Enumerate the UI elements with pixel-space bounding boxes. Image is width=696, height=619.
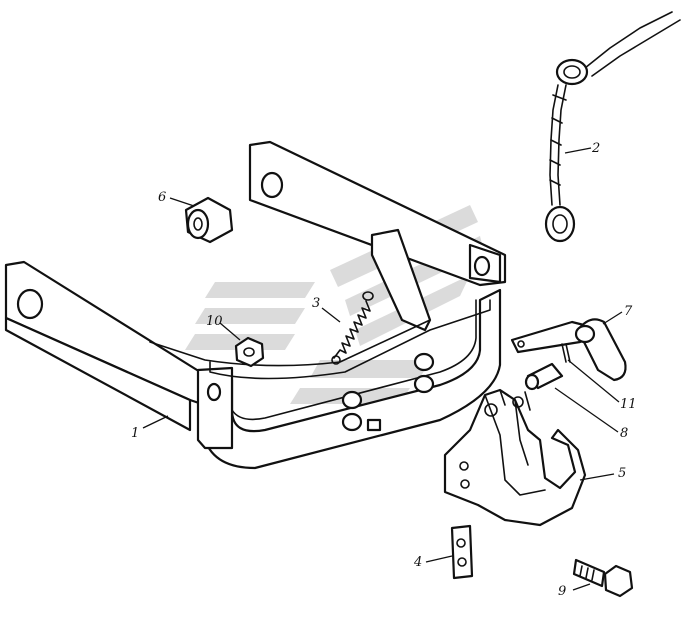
leader-lines bbox=[142, 147, 623, 591]
callout-9: 9 bbox=[558, 584, 566, 599]
callout-10: 10 bbox=[206, 314, 223, 329]
latch-lever-part-7 bbox=[510, 318, 627, 382]
bolt-part-9 bbox=[572, 558, 634, 598]
callout-3: 3 bbox=[312, 296, 320, 311]
drawbar-frame-part-1 bbox=[4, 140, 507, 470]
tow-hook-part-5 bbox=[443, 388, 587, 527]
callout-labels: 1 2 3 4 5 6 7 8 9 10 11 bbox=[131, 141, 637, 599]
callout-6: 6 bbox=[158, 190, 166, 205]
callout-4: 4 bbox=[413, 555, 422, 570]
locking-plate-part-4 bbox=[450, 524, 474, 580]
callout-7: 7 bbox=[624, 304, 633, 319]
bushing-part-6 bbox=[184, 196, 234, 244]
tension-spring-part-3 bbox=[331, 291, 374, 365]
callout-11: 11 bbox=[620, 397, 637, 412]
callout-8: 8 bbox=[620, 426, 628, 441]
nut-part-10 bbox=[234, 336, 265, 368]
callout-5: 5 bbox=[618, 466, 626, 481]
callout-2: 2 bbox=[591, 141, 600, 156]
safety-chain-part-2 bbox=[544, 11, 681, 243]
pivot-pin-part-8 bbox=[524, 362, 564, 391]
cotter-pin-part-11 bbox=[561, 343, 571, 363]
callout-1: 1 bbox=[131, 426, 139, 441]
